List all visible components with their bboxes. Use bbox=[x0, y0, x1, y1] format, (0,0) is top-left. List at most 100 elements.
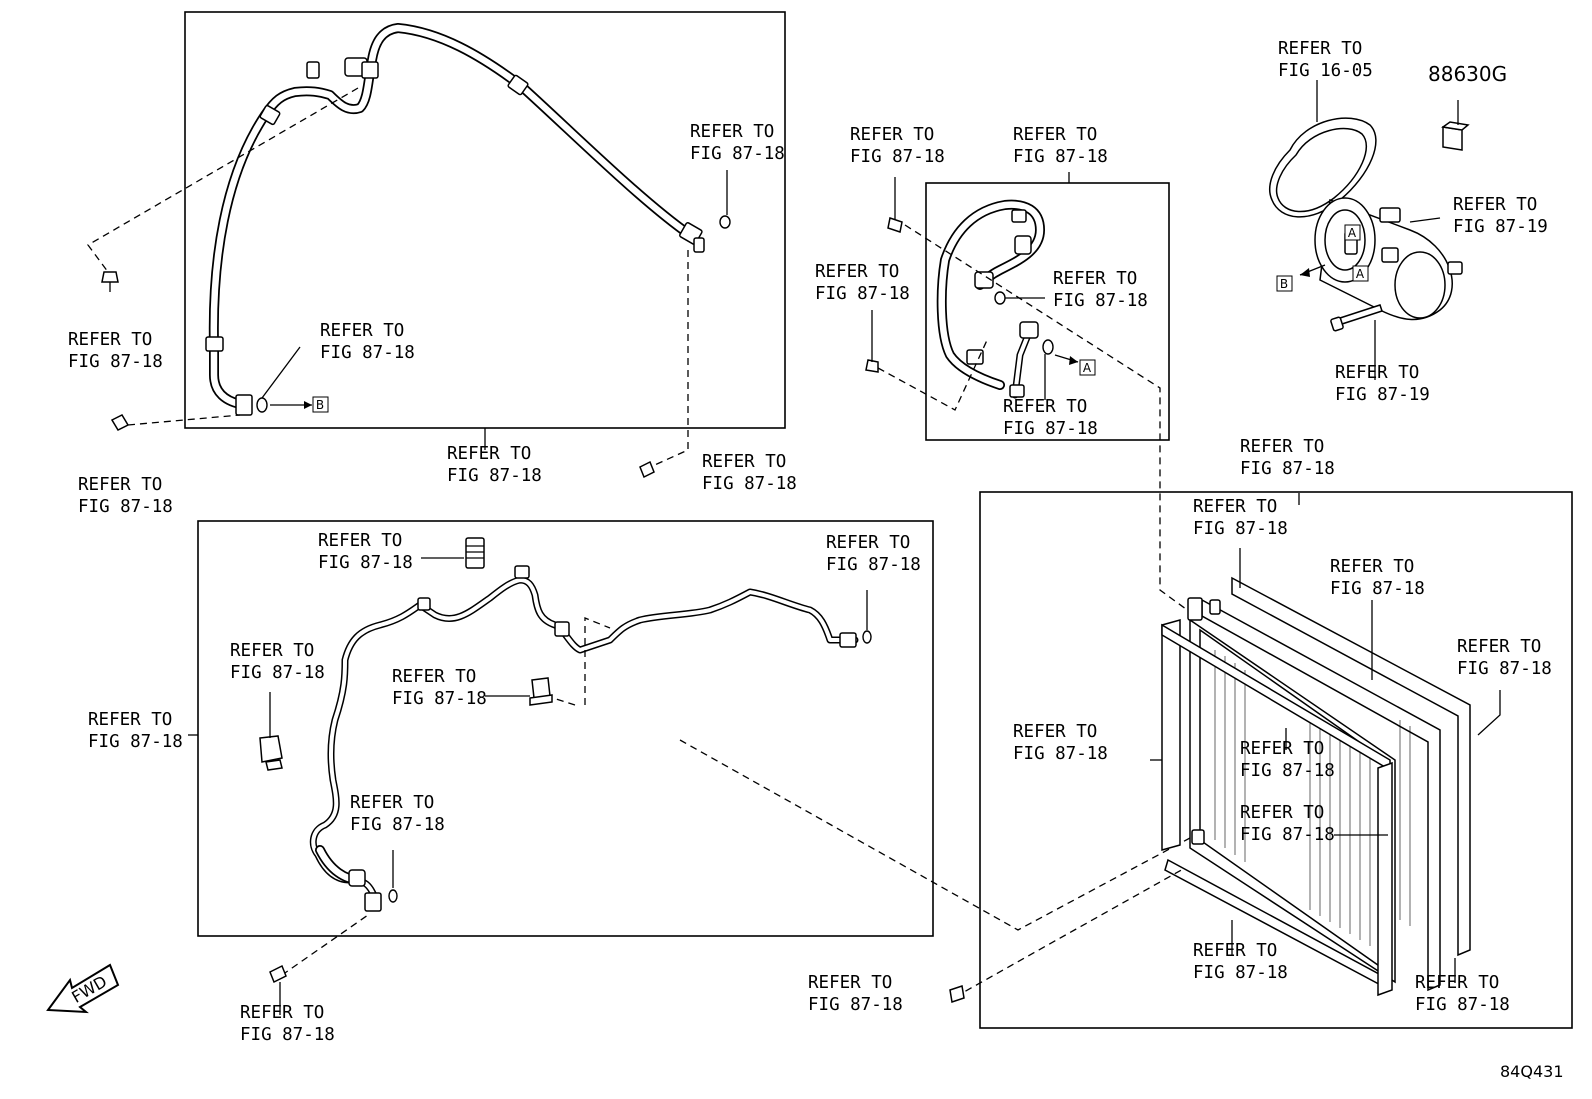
liquid-pipe bbox=[309, 565, 859, 912]
callout-c28-line2: FIG 87-18 bbox=[1193, 963, 1288, 983]
lower-pipe-frame bbox=[197, 520, 934, 937]
callout-c20-line2: FIG 87-18 bbox=[392, 689, 487, 709]
callout-c8-line1: REFER TO bbox=[1013, 125, 1097, 145]
callout-c3-line1: REFER TO bbox=[320, 321, 404, 341]
fwd-arrow-icon: FWD bbox=[46, 963, 120, 1014]
relay bbox=[1441, 121, 1470, 151]
callout-c7-line2: FIG 87-18 bbox=[850, 147, 945, 167]
callout-c20-line1: REFER TO bbox=[392, 667, 476, 687]
callout-c23-line2: FIG 87-18 bbox=[1330, 579, 1425, 599]
part-number: 88630G bbox=[1428, 62, 1507, 86]
o-ring-2 bbox=[719, 215, 731, 229]
callout-c30-line1: REFER TO bbox=[1415, 973, 1499, 993]
callout-c2-line2: FIG 87-18 bbox=[68, 352, 163, 372]
ref-marker-a-3: A bbox=[1079, 359, 1096, 376]
o-ring-4 bbox=[1042, 339, 1054, 355]
callout-c4-line2: FIG 87-18 bbox=[447, 466, 542, 486]
o-ring-1 bbox=[256, 397, 268, 413]
callout-c16-line1: REFER TO bbox=[318, 531, 402, 551]
svg-text:A: A bbox=[1356, 267, 1365, 281]
svg-text:B: B bbox=[1280, 277, 1288, 291]
bolt-5 bbox=[865, 345, 879, 373]
callout-c29-line1: REFER TO bbox=[808, 973, 892, 993]
callout-c19-line2: FIG 87-18 bbox=[88, 732, 183, 752]
callout-c5-line1: REFER TO bbox=[78, 475, 162, 495]
callout-c26-line2: FIG 87-18 bbox=[1240, 761, 1335, 781]
callout-c31-line1: REFER TO bbox=[240, 1003, 324, 1023]
bolt-3 bbox=[639, 460, 655, 479]
callout-c18-line2: FIG 87-18 bbox=[230, 663, 325, 683]
suction-hose-frame bbox=[925, 182, 1170, 441]
callout-c15-line1: REFER TO bbox=[1335, 363, 1419, 383]
callout-c10-line2: FIG 87-18 bbox=[1053, 291, 1148, 311]
callout-c3-line2: FIG 87-18 bbox=[320, 343, 415, 363]
ref-marker-a-1: A bbox=[1344, 224, 1361, 241]
bolt-2 bbox=[110, 414, 130, 431]
drive-belt bbox=[1269, 117, 1377, 218]
callout-c2-line1: REFER TO bbox=[68, 330, 152, 350]
o-ring-6 bbox=[388, 889, 398, 903]
callout-c22-line2: FIG 87-18 bbox=[1193, 519, 1288, 539]
o-ring-3 bbox=[994, 291, 1006, 305]
callout-c6-line2: FIG 87-18 bbox=[702, 474, 797, 494]
clip-1 bbox=[259, 735, 283, 771]
callout-c21-line1: REFER TO bbox=[350, 793, 434, 813]
callout-c15-line2: FIG 87-19 bbox=[1335, 385, 1430, 405]
callout-c12-line1: REFER TO bbox=[1240, 437, 1324, 457]
callout-c21-line2: FIG 87-18 bbox=[350, 815, 445, 835]
callout-c14-line1: REFER TO bbox=[1453, 195, 1537, 215]
callout-c17-line2: FIG 87-18 bbox=[826, 555, 921, 575]
callout-c26-line1: REFER TO bbox=[1240, 739, 1324, 759]
ref-marker-a-2: A bbox=[1352, 265, 1369, 282]
callout-c6-line1: REFER TO bbox=[702, 452, 786, 472]
callout-c1-line2: FIG 87-18 bbox=[690, 144, 785, 164]
callout-c27-line1: REFER TO bbox=[1240, 803, 1324, 823]
callout-c13-line2: FIG 16-05 bbox=[1278, 61, 1373, 81]
callout-c1-line1: REFER TO bbox=[690, 122, 774, 142]
condenser bbox=[1161, 576, 1471, 997]
callout-c18-line1: REFER TO bbox=[230, 641, 314, 661]
callout-c13-line1: REFER TO bbox=[1278, 39, 1362, 59]
callout-c28-line1: REFER TO bbox=[1193, 941, 1277, 961]
callout-c4-line1: REFER TO bbox=[447, 444, 531, 464]
callout-c30-line2: FIG 87-18 bbox=[1415, 995, 1510, 1015]
ref-marker-b-1: B bbox=[1276, 275, 1293, 292]
callout-c14-line2: FIG 87-19 bbox=[1453, 217, 1548, 237]
callout-c24-line1: REFER TO bbox=[1457, 637, 1541, 657]
clip-2 bbox=[529, 677, 553, 706]
callout-c17-line1: REFER TO bbox=[826, 533, 910, 553]
callout-c5-line2: FIG 87-18 bbox=[78, 497, 173, 517]
compressor bbox=[1314, 197, 1463, 321]
callout-c24-line2: FIG 87-18 bbox=[1457, 659, 1552, 679]
callout-c25-line1: REFER TO bbox=[1013, 722, 1097, 742]
discharge-hose bbox=[205, 23, 705, 416]
suction-hose bbox=[936, 199, 1045, 399]
o-ring-5 bbox=[862, 630, 872, 644]
callout-c19-line1: REFER TO bbox=[88, 710, 172, 730]
callout-c11-line2: FIG 87-18 bbox=[1003, 419, 1098, 439]
callout-c11-line1: REFER TO bbox=[1003, 397, 1087, 417]
callout-c23-line1: REFER TO bbox=[1330, 557, 1414, 577]
callout-c9-line1: REFER TO bbox=[815, 262, 899, 282]
svg-text:A: A bbox=[1348, 226, 1357, 240]
bolt-1 bbox=[101, 271, 119, 292]
bolt-7 bbox=[949, 985, 965, 1003]
callout-c27-line2: FIG 87-18 bbox=[1240, 825, 1335, 845]
ref-marker-b-2: B bbox=[312, 396, 329, 413]
callout-c31-line2: FIG 87-18 bbox=[240, 1025, 335, 1045]
condenser-frame bbox=[979, 491, 1573, 1029]
upper-hose-frame bbox=[184, 11, 786, 429]
callout-c12-line2: FIG 87-18 bbox=[1240, 459, 1335, 479]
bolt-6 bbox=[269, 964, 287, 1015]
svg-text:A: A bbox=[1083, 361, 1092, 375]
callout-c22-line1: REFER TO bbox=[1193, 497, 1277, 517]
callout-c10-line1: REFER TO bbox=[1053, 269, 1137, 289]
callout-c7-line1: REFER TO bbox=[850, 125, 934, 145]
pressure-sensor bbox=[465, 537, 485, 569]
callout-c29-line2: FIG 87-18 bbox=[808, 995, 903, 1015]
callout-c16-line2: FIG 87-18 bbox=[318, 553, 413, 573]
callout-c8-line2: FIG 87-18 bbox=[1013, 147, 1108, 167]
callout-c9-line2: FIG 87-18 bbox=[815, 284, 910, 304]
